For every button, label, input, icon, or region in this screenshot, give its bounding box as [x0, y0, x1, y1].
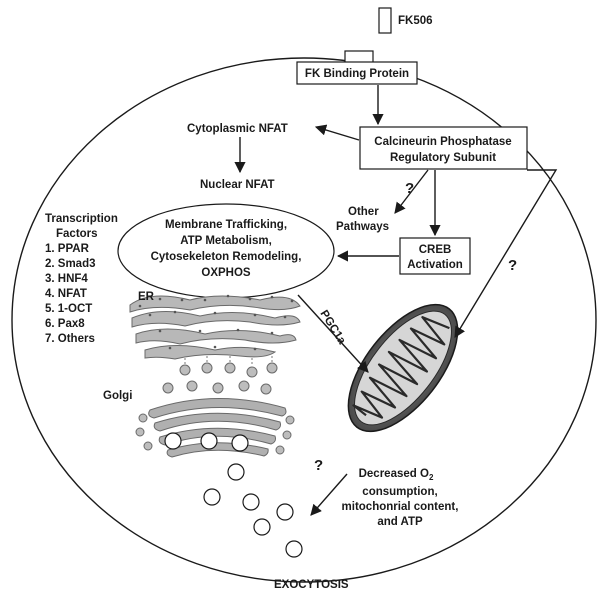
nuclear-nfat-label: Nuclear NFAT: [200, 179, 275, 191]
question-mark-exocytosis: ?: [314, 457, 323, 474]
vesicle-dashed-paths: [184, 356, 273, 366]
secretory-vesicles: [164, 432, 303, 558]
processes-label-line4: OXPHOS: [201, 267, 251, 279]
golgi-side-vesicles: [135, 413, 295, 455]
transcription-factors-title-line2: Factors: [56, 228, 98, 240]
cytoplasmic-nfat-label: Cytoplasmic NFAT: [187, 123, 288, 135]
transport-vesicles: [162, 362, 278, 395]
cell-membrane: [11, 57, 597, 583]
fk506-drug-icon: [378, 7, 392, 34]
outcome-label-line4: and ATP: [377, 516, 423, 528]
pgc1a-label: PGC1a: [317, 308, 347, 347]
transcription-factor-item: 7. Others: [45, 333, 95, 345]
calcineurin-label-line1: Calcineurin Phosphatase: [374, 136, 511, 148]
fk-binding-protein-label: FK Binding Protein: [305, 68, 409, 80]
transcription-factor-item: 2. Smad3: [45, 258, 96, 270]
mitochondrion-illustration: [347, 303, 459, 433]
endoplasmic-reticulum-illustration: [129, 295, 301, 360]
question-mark-other-pathways: ?: [405, 180, 414, 197]
creb-box: [399, 237, 471, 275]
other-pathways-label-line1: Other: [348, 206, 379, 218]
transcription-factor-item: 1. PPAR: [45, 243, 90, 255]
pathway-arrows: [234, 85, 558, 516]
calcineurin-label-line2: Regulatory Subunit: [390, 152, 496, 164]
creb-label-line2: Activation: [407, 259, 463, 271]
transcription-factor-item: 3. HNF4: [45, 273, 88, 285]
transcription-factors-title-line1: Transcription: [45, 213, 118, 225]
processes-label-line1: Membrane Trafficking,: [165, 219, 287, 231]
question-mark-mitochondria: ?: [508, 257, 517, 274]
transcription-factor-item: 4. NFAT: [45, 288, 87, 300]
arrow-processes-to-mitochondrion: [297, 294, 369, 373]
arrow-calcineurin-to-mitochondrion: [454, 169, 558, 338]
fk-binding-protein-box: [296, 61, 418, 85]
golgi-label: Golgi: [103, 390, 132, 402]
processes-label-line3: Cytosekeleton Remodeling,: [151, 251, 302, 263]
fk-binding-protein-notch: [344, 50, 374, 64]
outcome-label-line2: consumption,: [362, 486, 437, 498]
outcome-label-line1: Decreased O2: [359, 468, 434, 482]
er-label: ER: [138, 291, 155, 303]
processes-label-line2: ATP Metabolism,: [180, 235, 272, 247]
transcription-factor-list: 1. PPAR 2. Smad3 3. HNF4 4. NFAT 5. 1-OC…: [45, 243, 96, 345]
other-pathways-label-line2: Pathways: [336, 221, 389, 233]
exocytosis-label: EXOCYTOSIS: [274, 579, 349, 591]
transcription-factor-item: 5. 1-OCT: [45, 303, 92, 315]
calcineurin-box: [359, 126, 528, 170]
arrow-calcineurin-to-cytoplasmic-nfat: [314, 124, 360, 141]
transcription-factor-item: 6. Pax8: [45, 318, 85, 330]
creb-label-line1: CREB: [419, 244, 452, 256]
arrow-mitochondrion-to-exocytosis: [310, 473, 348, 516]
arrow-calcineurin-to-other-pathways: [394, 169, 429, 214]
er-ribosomes: [138, 294, 294, 351]
fk506-label: FK506: [398, 15, 433, 27]
outcome-label-line3: mitochonrial content,: [342, 501, 459, 513]
